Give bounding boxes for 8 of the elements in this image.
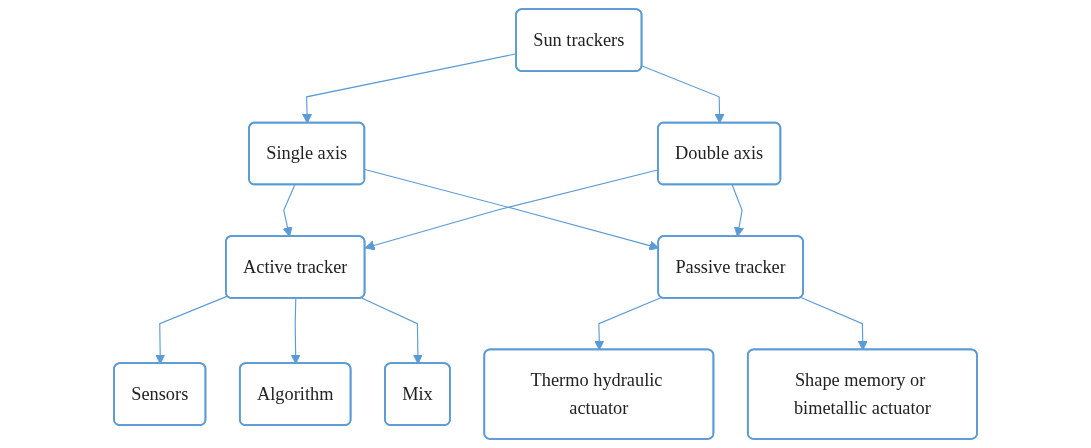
arrow (800, 297, 868, 351)
arrow (282, 184, 296, 238)
arrow (155, 295, 229, 365)
arrow (731, 184, 744, 238)
arrow (594, 297, 662, 351)
arrow (290, 297, 301, 365)
arrow (360, 297, 423, 365)
arrow (641, 65, 725, 124)
